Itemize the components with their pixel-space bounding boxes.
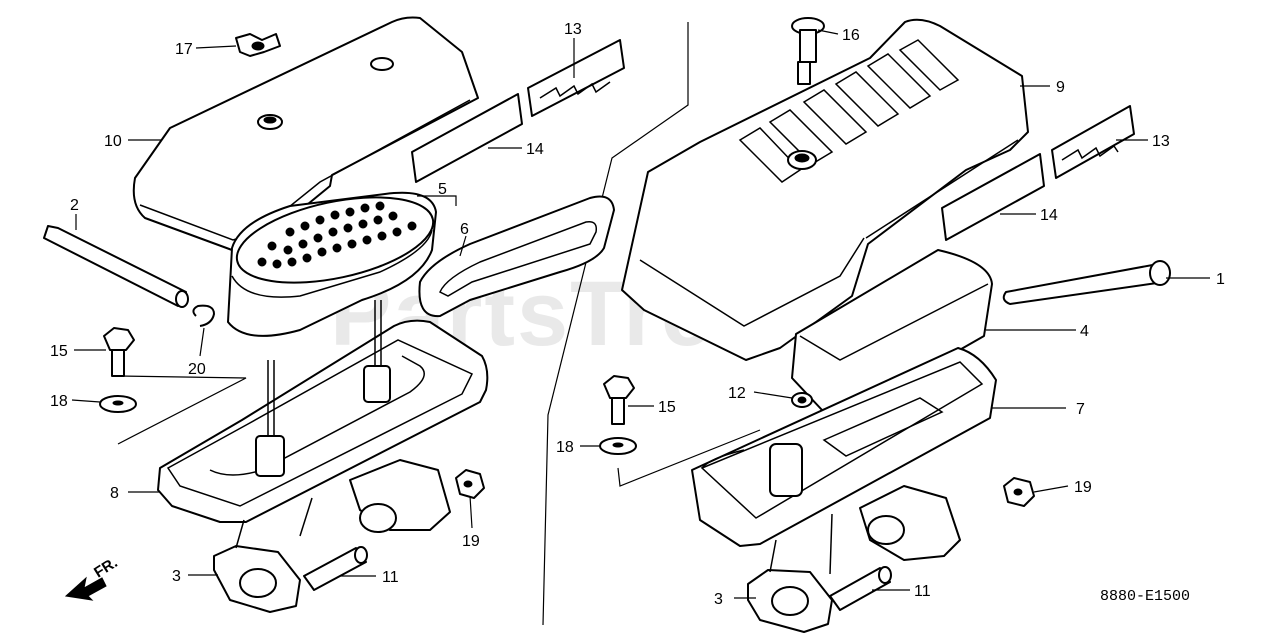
callout-13-left: 13 bbox=[564, 21, 582, 38]
washer-left bbox=[99, 395, 137, 413]
breather-tube-right bbox=[1002, 260, 1171, 305]
front-direction-arrow: FR. bbox=[64, 554, 121, 601]
gasket-right bbox=[941, 153, 1045, 241]
diagram-code: 8880-E1500 bbox=[1100, 588, 1190, 605]
callout-19-right: 19 bbox=[1074, 479, 1092, 496]
callout-14-left: 14 bbox=[526, 141, 544, 158]
wing-nut-part bbox=[235, 33, 281, 57]
gasket-left bbox=[411, 93, 523, 183]
clip-part bbox=[192, 304, 215, 327]
filter-element-part bbox=[227, 191, 437, 337]
callout-20: 20 bbox=[188, 361, 206, 378]
air-cleaner-case-left bbox=[157, 300, 489, 613]
tube-left bbox=[303, 546, 368, 591]
callout-10: 10 bbox=[104, 133, 122, 150]
air-cleaner-cover-left bbox=[132, 16, 479, 251]
callout-1: 1 bbox=[1216, 271, 1225, 288]
callout-8: 8 bbox=[110, 485, 119, 502]
callout-16: 16 bbox=[842, 27, 860, 44]
callout-17: 17 bbox=[175, 41, 193, 58]
callout-labels: 17 10 2 15 18 20 8 3 5 6 11 19 13 14 16 … bbox=[50, 21, 1225, 608]
bolt-left bbox=[103, 327, 135, 377]
nut-right bbox=[1003, 477, 1035, 507]
screw-part bbox=[791, 17, 825, 85]
callout-18-left: 18 bbox=[50, 393, 68, 410]
leader-lines bbox=[71, 29, 1210, 599]
callout-6: 6 bbox=[460, 221, 469, 238]
callout-12: 12 bbox=[728, 385, 746, 402]
callout-18-right: 18 bbox=[556, 439, 574, 456]
label-strip-right bbox=[1051, 105, 1135, 179]
label-strip-left bbox=[527, 39, 625, 117]
callout-15-right: 15 bbox=[658, 399, 676, 416]
callout-3-left: 3 bbox=[172, 568, 181, 585]
callout-19-left: 19 bbox=[462, 533, 480, 550]
callout-4: 4 bbox=[1080, 323, 1089, 340]
callout-11-right: 11 bbox=[914, 583, 931, 600]
callout-15-left: 15 bbox=[50, 343, 68, 360]
nut-left bbox=[455, 469, 485, 499]
callout-13-right: 13 bbox=[1152, 133, 1170, 150]
washer-right bbox=[599, 437, 637, 455]
callout-14-right: 14 bbox=[1040, 207, 1058, 224]
front-direction-label: FR. bbox=[91, 554, 121, 581]
tube-right bbox=[829, 566, 892, 611]
callout-5: 5 bbox=[438, 181, 447, 198]
air-cleaner-case-right bbox=[691, 347, 997, 633]
callout-7: 7 bbox=[1076, 401, 1085, 418]
callout-9: 9 bbox=[1056, 79, 1065, 96]
breather-tube-left bbox=[43, 225, 189, 308]
callout-11-left: 11 bbox=[382, 569, 399, 586]
grommet-part bbox=[791, 392, 813, 408]
assembly-divider bbox=[542, 22, 689, 626]
callout-2: 2 bbox=[70, 197, 79, 214]
foam-prefilter-part bbox=[418, 195, 615, 318]
callout-3-right: 3 bbox=[714, 591, 723, 608]
air-cleaner-cover-right bbox=[621, 18, 1029, 361]
bolt-right bbox=[603, 375, 635, 425]
